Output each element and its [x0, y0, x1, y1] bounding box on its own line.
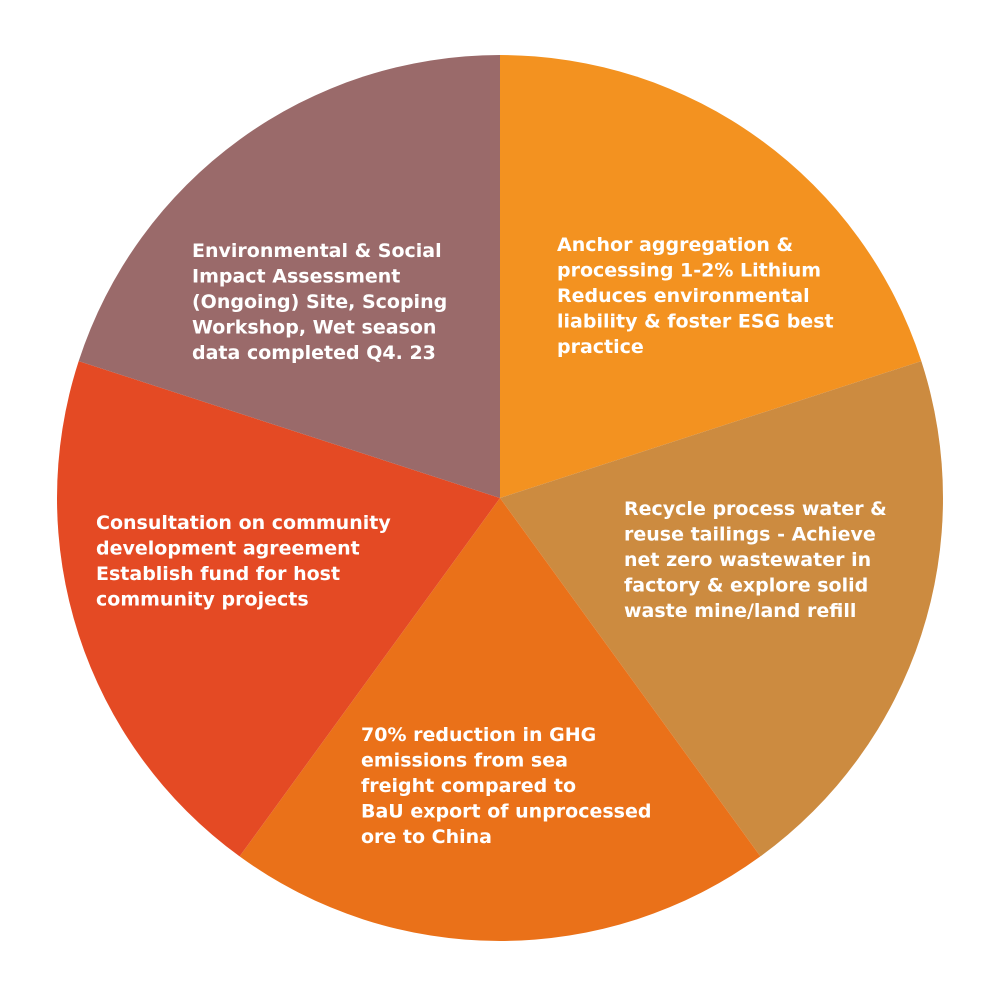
label-line: Consultation on community — [96, 512, 391, 534]
label-line: Reduces environmental — [557, 285, 810, 307]
slice-water-recycling-label: Recycle process water & reuse tailings - … — [624, 498, 887, 622]
slice-esia — [78, 55, 501, 498]
label-line: data completed Q4. 23 — [192, 342, 436, 364]
label-line: factory & explore solid — [624, 575, 868, 597]
label-line: liability & foster ESG best — [557, 311, 834, 333]
label-line: community projects — [96, 589, 309, 611]
slice-community-consultation — [57, 361, 501, 857]
label-line: Environmental & Social — [192, 240, 442, 262]
slice-aggregation-processing — [500, 55, 922, 498]
slice-ghg-reduction — [239, 498, 761, 941]
label-line: (Ongoing) Site, Scoping — [192, 291, 447, 313]
label-line: emissions from sea — [361, 750, 568, 772]
label-line: practice — [557, 336, 644, 358]
label-line: Impact Assessment — [192, 266, 400, 288]
label-line: development agreement — [96, 538, 360, 560]
slice-aggregation-processing-label: Anchor aggregation & processing 1-2% Lith… — [557, 234, 834, 358]
pie-slices — [57, 55, 943, 941]
label-line: 70% reduction in GHG — [361, 724, 596, 746]
label-line: reuse tailings - Achieve — [624, 524, 876, 546]
label-line: Workshop, Wet season — [192, 317, 436, 339]
label-line: Establish fund for host — [96, 563, 340, 585]
pie-labels: Anchor aggregation & processing 1-2% Lith… — [96, 234, 887, 848]
slice-water-recycling — [500, 361, 943, 857]
label-line: BaU export of unprocessed — [361, 801, 651, 823]
label-line: net zero wastewater in — [624, 549, 871, 571]
slice-community-consultation-label: Consultation on community development agr… — [96, 512, 391, 611]
label-line: freight compared to — [361, 775, 576, 797]
slice-ghg-reduction-label: 70% reduction in GHG emissions from sea fr… — [361, 724, 651, 848]
label-line: ore to China — [361, 826, 492, 848]
label-line: Recycle process water & — [624, 498, 887, 520]
label-line: processing 1-2% Lithium — [557, 260, 821, 282]
label-line: Anchor aggregation & — [557, 234, 793, 256]
label-line: waste mine/land refill — [624, 600, 856, 622]
